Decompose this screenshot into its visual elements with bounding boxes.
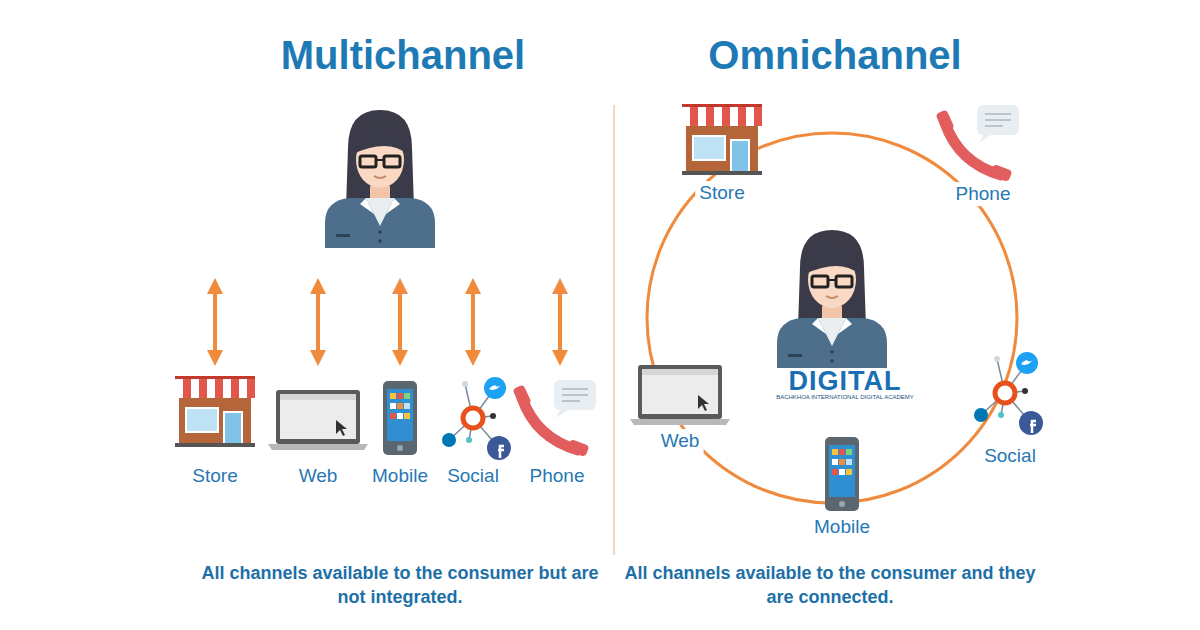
- channel-name: Social: [443, 464, 503, 488]
- channel-name: Phone: [526, 464, 589, 488]
- caption: All channels available to the consumer b…: [193, 561, 608, 610]
- mobile-icon: [383, 381, 417, 455]
- channel-name: Mobile: [810, 515, 874, 539]
- channel-name: Web: [295, 464, 342, 488]
- channel-arrows: [215, 286, 560, 358]
- divider-line: [613, 105, 615, 555]
- social-icon: [442, 377, 511, 460]
- channel-label: Web: [657, 429, 704, 453]
- panel-title: Omnichannel: [708, 28, 961, 82]
- watermark-subline: BACHKHOA INTERNATIONAL DIGITAL ACADEMY: [776, 393, 914, 401]
- channel-name: Mobile: [368, 464, 432, 488]
- watermark: DIGITAL: [789, 363, 902, 399]
- channel-label: Store: [188, 464, 241, 488]
- channel-name: Phone: [952, 182, 1015, 206]
- channel-label: Social: [980, 444, 1040, 468]
- channel-label: Social: [443, 464, 503, 488]
- mobile-icon: [825, 437, 859, 511]
- consumer-figure: [325, 110, 435, 248]
- channel-name: Store: [188, 464, 241, 488]
- store-icon: [175, 376, 255, 447]
- channel-label: Phone: [952, 182, 1015, 206]
- channel-name: Social: [980, 444, 1040, 468]
- channel-name: Web: [657, 429, 704, 453]
- social-icon: [974, 352, 1043, 435]
- phone-icon: [512, 380, 596, 457]
- web-icon: [630, 365, 730, 425]
- consumer-figure: [777, 230, 887, 368]
- channel-label: Mobile: [810, 515, 874, 539]
- channel-label: Mobile: [368, 464, 432, 488]
- channel-label: Store: [695, 181, 748, 205]
- store-icon: [682, 104, 762, 175]
- channel-label: Phone: [526, 464, 589, 488]
- phone-icon: [935, 105, 1019, 182]
- web-icon: [268, 390, 368, 450]
- caption: All channels available to the consumer a…: [623, 561, 1038, 610]
- channel-name: Store: [695, 181, 748, 205]
- panel-title: Multichannel: [281, 28, 525, 82]
- channel-label: Web: [295, 464, 342, 488]
